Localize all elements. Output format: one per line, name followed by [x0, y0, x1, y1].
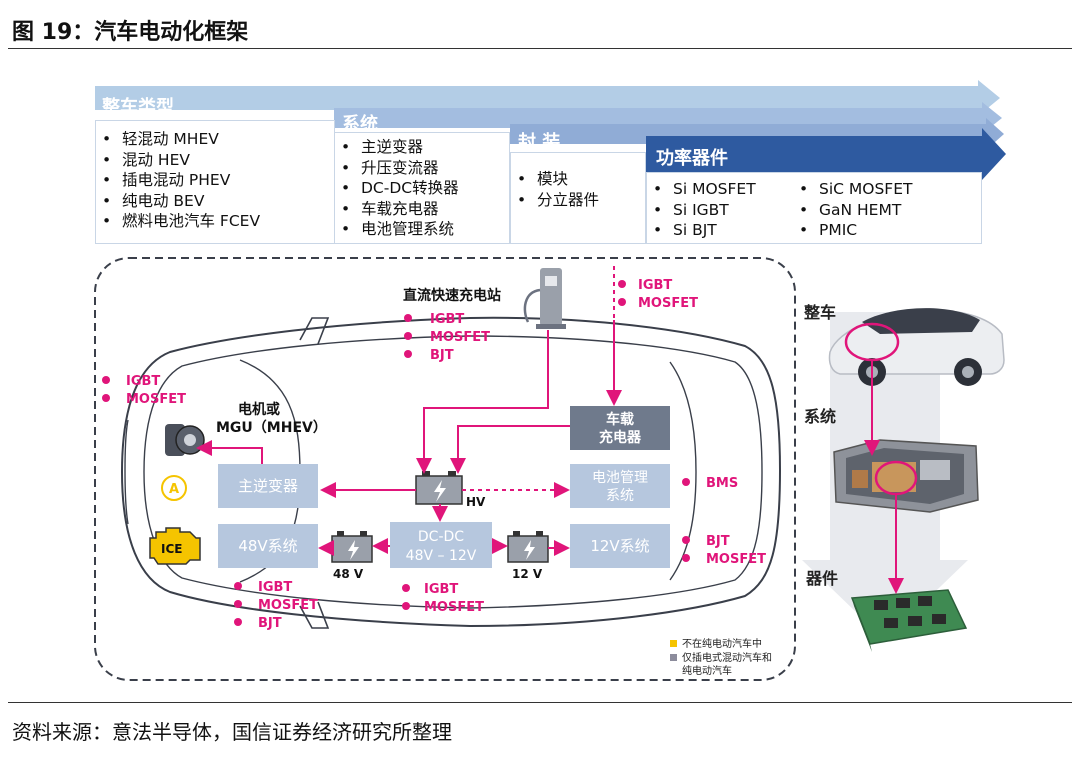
- list-item: 分立器件: [511, 190, 645, 211]
- dcdc-block-label-2: 48V – 12V: [406, 548, 477, 564]
- sys48-block: [218, 524, 318, 568]
- packaging-label: 封 装: [518, 132, 561, 153]
- motor-label: 电机或: [238, 401, 280, 418]
- tag-bl-bjt: BJT: [258, 616, 282, 631]
- dcdc-block: [390, 522, 492, 568]
- source-note: 资料来源：意法半导体，国信证券经济研究所整理: [12, 720, 452, 744]
- list-item: 纯电动 BEV: [96, 191, 334, 212]
- right-label-system: 系统: [804, 407, 836, 426]
- list-item: 电池管理系统: [335, 219, 509, 240]
- alternator-label: A: [169, 482, 179, 497]
- right-label-vehicle: 整车: [803, 303, 836, 322]
- power-module-image: [850, 589, 968, 652]
- band-arrow-power: [646, 128, 1006, 180]
- list-item: Si BJT: [647, 220, 756, 241]
- system-module-image: [833, 439, 979, 513]
- system-box: 主逆变器 升压变流器 DC-DC转换器 车载充电器 电池管理系统: [334, 132, 510, 244]
- battery-12v-icon: [507, 531, 549, 563]
- charging-station-label: 直流快速充电站: [403, 287, 501, 304]
- car-image: [828, 308, 1005, 386]
- list-item: GaN HEMT: [793, 200, 912, 221]
- sys48-block-label: 48V系统: [238, 537, 297, 555]
- tag-top-bjt: BJT: [430, 348, 454, 363]
- hv-battery-label: HV: [466, 495, 486, 509]
- legend-gray-label: 仅插电式混动汽车和: [682, 651, 772, 664]
- list-item: 模块: [511, 169, 645, 190]
- motor-label-2: MGU（MHEV）: [216, 420, 327, 436]
- diagram-frame: [94, 257, 796, 681]
- list-item: PMIC: [793, 220, 912, 241]
- vehicle-type-label: 整车类型: [102, 97, 174, 118]
- right-label-device: 器件: [805, 569, 838, 588]
- list-item: 升压变流器: [335, 158, 509, 179]
- connection-lines: [196, 320, 622, 556]
- tag-top-mosfet: MOSFET: [430, 330, 490, 345]
- figure-title: 图 19：汽车电动化框架: [12, 20, 249, 45]
- inverter-block: [218, 464, 318, 508]
- obc-block-label: 车载: [606, 411, 634, 428]
- ice-label: ICE: [161, 542, 182, 556]
- bms-block-label-2: 系统: [606, 488, 634, 504]
- list-item: Si MOSFET: [647, 179, 756, 200]
- sys12-block-label: 12V系统: [590, 537, 649, 555]
- line-obc-hv: [450, 425, 570, 474]
- layer-arrows: [95, 80, 1006, 180]
- list-item: 车载充电器: [335, 199, 509, 220]
- tag-bl-mosfet: MOSFET: [258, 598, 318, 613]
- charging-station-icon: [523, 268, 566, 329]
- list-item: 插电混动 PHEV: [96, 170, 334, 191]
- list-item: 混动 HEV: [96, 150, 334, 171]
- vehicle-type-box: 轻混动 MHEV 混动 HEV 插电混动 PHEV 纯电动 BEV 燃料电池汽车…: [95, 120, 335, 244]
- power-devices-box: Si MOSFET Si IGBT Si BJT SiC MOSFET GaN …: [646, 172, 982, 244]
- legend-gray-label-2: 纯电动汽车: [682, 664, 732, 677]
- battery-48v-icon: [331, 531, 373, 563]
- battery-12v-label: 12 V: [512, 567, 543, 581]
- power-devices-label: 功率器件: [656, 148, 728, 169]
- bms-block-label: 电池管理: [592, 470, 648, 486]
- inverter-block-label: 主逆变器: [238, 477, 298, 495]
- legend-gray-swatch: [670, 654, 677, 661]
- engine-icon: [149, 527, 201, 565]
- hv-battery-icon: [415, 471, 463, 505]
- tag-charger-mosfet: MOSFET: [638, 296, 698, 311]
- list-item: DC-DC转换器: [335, 178, 509, 199]
- line-inverter-motor: [196, 440, 263, 464]
- tag-charger-igbt: IGBT: [638, 278, 672, 293]
- system-label: 系统: [342, 114, 378, 135]
- dcdc-block-label: DC-DC: [418, 529, 464, 545]
- top-rule: [8, 48, 1072, 49]
- tag-bc-igbt: IGBT: [424, 582, 458, 597]
- alternator-icon: [161, 475, 187, 501]
- tags: [102, 280, 690, 626]
- list-item: 主逆变器: [335, 137, 509, 158]
- bottom-rule: [8, 702, 1072, 703]
- motor-icon: [165, 424, 205, 456]
- band-arrow-vehicle: [95, 80, 1000, 116]
- packaging-box: 模块 分立器件: [510, 152, 646, 244]
- list-item: 燃料电池汽车 FCEV: [96, 211, 334, 232]
- obc-block: [570, 406, 670, 450]
- list-item: 轻混动 MHEV: [96, 129, 334, 150]
- battery-48v-label: 48 V: [333, 567, 364, 581]
- line-station-hv: [416, 330, 549, 474]
- list-item: SiC MOSFET: [793, 179, 912, 200]
- tag-left-igbt: IGBT: [126, 374, 160, 389]
- tag-bl-igbt: IGBT: [258, 580, 292, 595]
- tag-right-bjt: BJT: [706, 534, 730, 549]
- tag-left-mosfet: MOSFET: [126, 392, 186, 407]
- obc-block-label-2: 充电器: [599, 429, 642, 446]
- tag-right-mosfet: MOSFET: [706, 552, 766, 567]
- tag-bc-mosfet: MOSFET: [424, 600, 484, 615]
- tag-bms: BMS: [706, 476, 738, 491]
- sys12-block: [570, 524, 670, 568]
- bms-block: [570, 464, 670, 508]
- tag-top-igbt: IGBT: [430, 312, 464, 327]
- legend-yellow-label: 不在纯电动汽车中: [682, 637, 762, 650]
- list-item: Si IGBT: [647, 200, 756, 221]
- legend-yellow-swatch: [670, 640, 677, 647]
